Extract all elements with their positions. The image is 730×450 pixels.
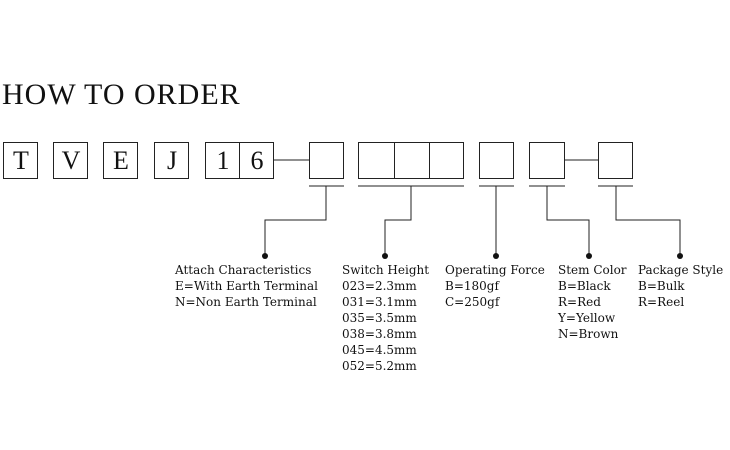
note-heading: Attach Characteristics: [175, 263, 312, 277]
note-heading: Package Style: [638, 263, 724, 277]
page-title: HOW TO ORDER: [2, 78, 241, 111]
code-letter-e: E: [113, 146, 129, 175]
note-option: 038=3.8mm: [342, 327, 417, 341]
leader-package: [615, 186, 681, 256]
code-letter-v: V: [61, 146, 81, 175]
code-box-prefix-2: [53, 142, 88, 179]
note-option: E=With Earth Terminal: [175, 279, 319, 293]
note-option: B=Bulk: [638, 279, 685, 293]
code-box-force: [479, 142, 514, 179]
code-box-attach: [309, 142, 344, 179]
code-letter-1: 1: [216, 146, 230, 175]
note-attach: Attach Characteristics E=With Earth Term…: [175, 262, 318, 310]
code-box-package: [598, 142, 633, 179]
leader-attach: [264, 186, 327, 256]
note-package: Package Style B=Bulk R=Reel: [638, 262, 723, 310]
note-option: B=180gf: [445, 279, 499, 293]
leader-dot: [586, 253, 592, 259]
note-option: Y=Yellow: [558, 311, 616, 325]
leader-color: [546, 186, 590, 256]
leader-dot: [677, 253, 683, 259]
note-option: B=Black: [558, 279, 611, 293]
code-box-prefix-1: [3, 142, 38, 179]
code-letter-j: J: [166, 146, 178, 175]
code-box-prefix-3: [103, 142, 138, 179]
note-height: Switch Height 023=2.3mm 031=3.1mm 035=3.…: [342, 262, 429, 374]
code-box-height-1: [358, 142, 395, 179]
note-option: 023=2.3mm: [342, 279, 417, 293]
code-box-prefix-6: [239, 142, 274, 179]
note-option: R=Reel: [638, 295, 685, 309]
note-option: 045=4.5mm: [342, 343, 417, 357]
leader-height: [384, 186, 412, 256]
code-box-height-2: [394, 142, 430, 179]
leader-dot: [262, 253, 268, 259]
note-heading: Stem Color: [558, 263, 627, 277]
note-option: N=Non Earth Terminal: [175, 295, 317, 309]
leader-dot: [382, 253, 388, 259]
note-force: Operating Force B=180gf C=250gf: [445, 262, 545, 310]
note-color: Stem Color B=Black R=Red Y=Yellow N=Brow…: [558, 262, 627, 342]
note-heading: Operating Force: [445, 263, 545, 277]
code-box-color: [529, 142, 565, 179]
code-box-prefix-4: [154, 142, 189, 179]
note-option: 035=3.5mm: [342, 311, 417, 325]
code-letter-t: T: [13, 146, 29, 175]
code-box-height-3: [429, 142, 464, 179]
note-option: 052=5.2mm: [342, 359, 417, 373]
leader-dot: [493, 253, 499, 259]
note-option: C=250gf: [445, 295, 500, 309]
code-letter-6: 6: [250, 146, 264, 175]
note-option: R=Red: [558, 295, 601, 309]
note-option: N=Brown: [558, 327, 619, 341]
note-option: 031=3.1mm: [342, 295, 417, 309]
note-heading: Switch Height: [342, 263, 430, 277]
